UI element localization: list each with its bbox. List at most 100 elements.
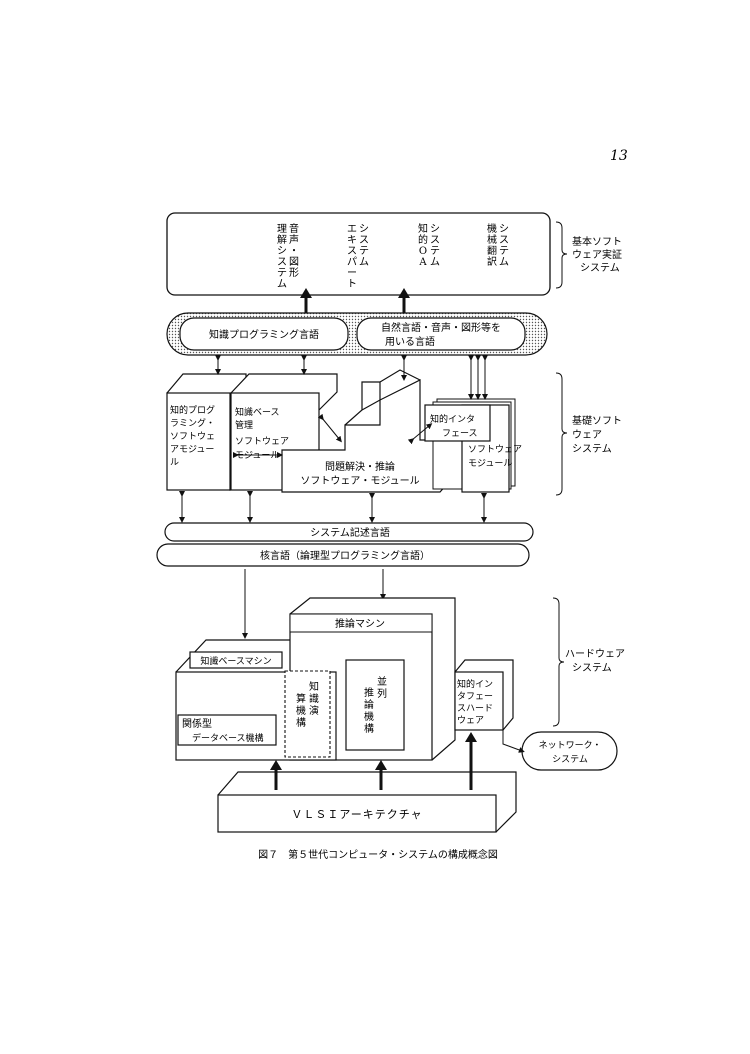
intelligent-programming-label: 知的プログ ラミング・ ソフトウェ アモジュー ル (170, 404, 215, 468)
vertical-char: 構 (364, 722, 374, 735)
applied-systems-box (166, 212, 551, 296)
vertical-char: 機 (364, 710, 374, 723)
vertical-char: 訳 (487, 255, 497, 268)
vertical-char: キ (347, 235, 357, 246)
parallel-inference (345, 659, 405, 751)
arrows-to-applied (304, 296, 406, 313)
vertical-char: 声 (289, 233, 299, 246)
svg-text:タフェー: タフェー (457, 691, 493, 702)
vertical-char: ー (347, 268, 357, 279)
vertical-char: テ (277, 268, 287, 279)
vertical-char: 解 (277, 233, 287, 246)
natural-language (356, 317, 526, 351)
vertical-char: 知 (309, 680, 319, 693)
vertical-char: パ (347, 256, 357, 268)
knowledge-base-machine-header (189, 651, 283, 669)
vertical-char: ・ (289, 246, 299, 257)
intelligent-programming-module (166, 392, 231, 491)
svg-text:基本ソフト: 基本ソフト (572, 235, 622, 248)
svg-text:知的インタ: 知的インタ (430, 413, 475, 425)
vertical-char: 翻 (487, 245, 497, 257)
svg-text:ラミング・: ラミング・ (170, 417, 215, 429)
vertical-char: シ (430, 224, 440, 235)
vertical-char: 論 (364, 698, 374, 711)
svg-text:管理: 管理 (235, 419, 253, 431)
svg-text:ル: ル (170, 458, 179, 468)
vlsi-label: ＶＬＳＩアーキテクチャ (291, 808, 422, 821)
network-system-label-1: ネットワーク・ (539, 740, 602, 751)
vertical-char: エ (347, 224, 357, 235)
svg-text:知的プログ: 知的プログ (170, 404, 215, 416)
vertical-char: ム (430, 256, 440, 268)
relational-db-label-1: 関係型 (182, 717, 212, 730)
vertical-char: テ (359, 246, 369, 257)
knowledge-programming-language-label: 知識プログラミング言語 (209, 328, 319, 341)
vertical-char: 演 (309, 704, 319, 717)
brace-basic (555, 372, 568, 496)
problem-solving-label-1: 問題解決・推論 (325, 460, 395, 473)
svg-text:ウェア: ウェア (572, 429, 602, 441)
svg-text:スハード: スハード (457, 704, 493, 714)
vertical-char: 識 (309, 692, 319, 705)
svg-text:基礎ソフト: 基礎ソフト (572, 414, 622, 427)
svg-text:システム: システム (572, 443, 612, 455)
vertical-char: 機 (296, 704, 306, 717)
arrows-modules-system-language (179, 491, 487, 523)
vlsi-architecture (217, 794, 497, 833)
vertical-char: ム (359, 256, 369, 268)
knowledge-operation (284, 670, 331, 758)
interface-label: 知的インタ フェース ソフトウェア モジュール (430, 413, 522, 469)
arrows-from-vlsi (274, 740, 473, 790)
inference-machine-label: 推論マシン (335, 617, 385, 630)
svg-text:ウェア: ウェア (457, 715, 484, 726)
vertical-char: 並 (377, 675, 387, 688)
vertical-char: 理 (277, 223, 287, 235)
brace-hardware (552, 597, 565, 727)
vertical-char: テ (499, 246, 509, 257)
vertical-char: 列 (377, 687, 387, 700)
relational-db-label-2: データベース機構 (192, 732, 264, 744)
vertical-char: 図 (289, 256, 299, 268)
vertical-char: 機 (487, 222, 497, 235)
svg-text:システム: システム (572, 662, 612, 674)
svg-text:ウェア実証: ウェア実証 (572, 248, 622, 261)
vertical-char: シ (499, 224, 509, 235)
vertical-char: 知 (418, 222, 428, 235)
kernel-language-label: 核言語（論理型プログラミング言語） (260, 549, 430, 562)
vertical-char: ト (347, 279, 357, 290)
vertical-char: ス (277, 257, 287, 268)
arrows-kernel-hardware (242, 569, 386, 639)
natural-language-label-1: 自然言語・音声・図形等を (381, 321, 501, 334)
vertical-char: ス (499, 235, 509, 246)
vertical-char: 算 (296, 692, 306, 705)
svg-text:システム: システム (580, 262, 620, 274)
interface-hardware (454, 671, 504, 731)
svg-text:モジュール: モジュール (468, 459, 512, 469)
vertical-char: ス (347, 246, 357, 257)
problem-solving-label-2: ソフトウェア・モジュール (300, 475, 419, 487)
svg-text:ソフトウェ: ソフトウェ (170, 431, 215, 442)
vertical-char: A (418, 257, 427, 268)
svg-text:ソフトウェア: ソフトウェア (235, 436, 289, 447)
vertical-char: ス (359, 235, 369, 246)
svg-text:知的イン: 知的イン (457, 678, 493, 690)
vertical-char: 形 (289, 267, 299, 279)
vertical-char: 音 (289, 222, 299, 235)
brace-applied (555, 221, 568, 289)
inference-machine-header (289, 613, 433, 633)
system-description-language-band (164, 522, 534, 542)
layer-label-hardware: ハードウェア システム (565, 648, 625, 674)
knowledge-programming-language (179, 317, 349, 351)
svg-text:ソフトウェア: ソフトウェア (468, 444, 522, 455)
svg-text:ハードウェア: ハードウェア (565, 648, 625, 660)
svg-text:モジュール: モジュール (235, 451, 279, 461)
vertical-char: ス (430, 235, 440, 246)
vertical-char: テ (430, 246, 440, 257)
svg-text:知識ベース: 知識ベース (235, 406, 280, 418)
layer-label-applied: 基本ソフト ウェア実証 システム (572, 235, 622, 274)
system-description-language-label: システム記述言語 (310, 526, 390, 539)
